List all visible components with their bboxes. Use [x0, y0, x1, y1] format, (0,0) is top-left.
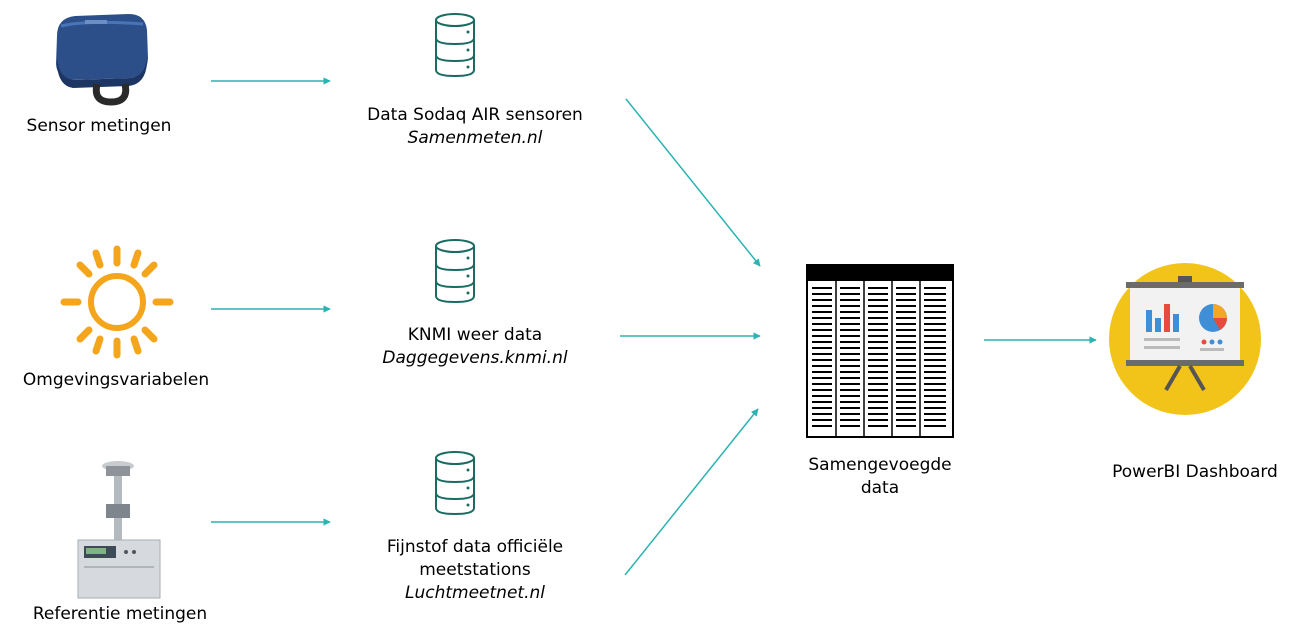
source-label-reference: Referentie metingen [32, 604, 208, 624]
arrow-db1-to-merged [625, 98, 761, 267]
database-icon [435, 13, 475, 78]
table-icon [806, 264, 954, 438]
db-title: Data Sodaq AIR sensoren [367, 105, 583, 125]
db-url: Luchtmeetnet.nl [405, 583, 545, 603]
db-url: Samenmeten.nl [407, 128, 543, 148]
source-label-environment: Omgevingsvariabelen [22, 370, 210, 390]
db-title: Fijnstof data officiële [386, 537, 564, 557]
db-label-weather: KNMI weer data Daggegevens.knmi.nl [330, 324, 620, 370]
db-title: KNMI weer data [407, 325, 543, 345]
sun-icon [60, 245, 174, 359]
db-title-line2: meetstations [419, 560, 531, 580]
merged-label-line1: Samengevoegde [808, 455, 952, 475]
reference-station-icon [77, 461, 161, 599]
merged-label-line2: data [860, 478, 900, 498]
dashboard-label: PowerBI Dashboard [1112, 462, 1278, 482]
merged-label: Samengevoegde data [780, 454, 980, 500]
db-label-particulate: Fijnstof data officiële meetstations Luc… [320, 536, 630, 605]
arrow-db3-to-merged [624, 408, 759, 576]
sensor-device-icon [56, 14, 148, 106]
db-label-sensors: Data Sodaq AIR sensoren Samenmeten.nl [330, 104, 620, 150]
database-icon [435, 239, 475, 304]
db-url: Daggegevens.knmi.nl [382, 348, 568, 368]
database-icon [435, 451, 475, 516]
presentation-board-icon [1109, 263, 1261, 415]
source-label-sensor: Sensor metingen [26, 116, 172, 136]
